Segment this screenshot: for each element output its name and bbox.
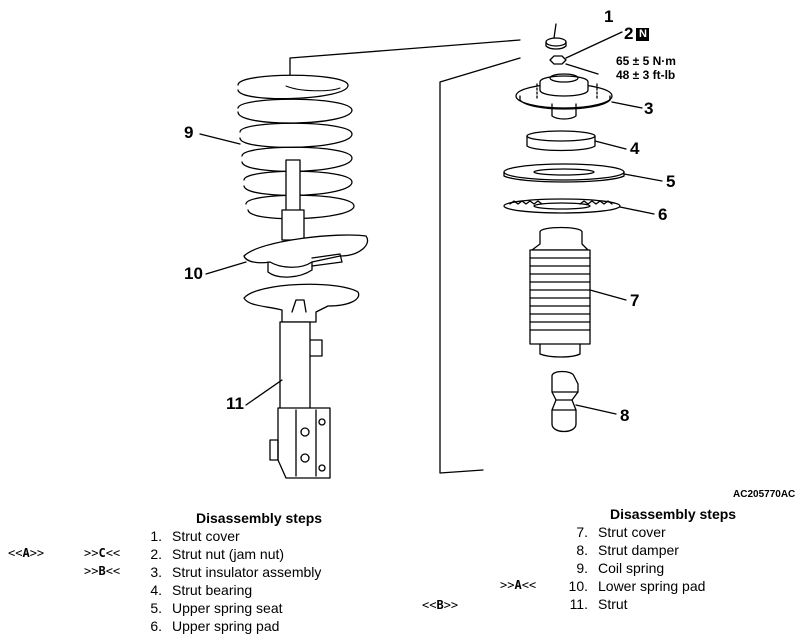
step-item: 5.Upper spring seat <box>150 600 283 616</box>
callout-7: 7 <box>630 291 640 310</box>
non-reusable-mark-icon: N <box>636 28 650 41</box>
removal-ref-b: >>B<< <box>84 564 121 578</box>
step-item: 8.Strut damper <box>576 542 679 558</box>
upper-spring-pad-part <box>503 198 621 214</box>
step-item: 3.Strut insulator assembly <box>150 564 322 580</box>
removal-ref-c: >>C<< <box>84 546 121 560</box>
callout-8: 8 <box>620 406 630 425</box>
figure-id: AC205770AC <box>733 489 796 500</box>
callout-1: 1 <box>604 7 614 26</box>
torque-imperial: 48 ± 3 ft-lb <box>616 68 676 82</box>
step-item: 4.Strut bearing <box>150 582 253 598</box>
step-item: 2.Strut nut (jam nut) <box>150 546 285 562</box>
step-item: 7.Strut cover <box>576 524 666 540</box>
step-item: 6.Upper spring pad <box>150 618 280 634</box>
strut-body-part <box>269 321 331 479</box>
lower-spring-seat <box>243 283 360 323</box>
strut-nut-part <box>549 55 567 65</box>
step-item: 9.Coil spring <box>576 560 665 576</box>
callout-4: 4 <box>630 139 640 158</box>
strut-damper-part <box>551 370 579 433</box>
assembly-connector-line <box>289 39 521 474</box>
lower-spring-pad-part <box>243 234 369 278</box>
step-item: 11.Strut <box>569 596 628 612</box>
callout-9: 9 <box>184 123 194 142</box>
torque-metric: 65 ± 5 N·m <box>616 54 676 68</box>
callout-5: 5 <box>666 172 676 191</box>
coil-spring-part <box>237 74 355 220</box>
strut-boot-part <box>529 226 591 358</box>
install-ref-b: <<B>> <box>422 598 459 612</box>
callout-3: 3 <box>644 99 654 118</box>
callout-6: 6 <box>658 205 668 224</box>
upper-spring-seat-part <box>503 163 625 183</box>
strut-bearing-part <box>526 130 596 152</box>
strut-insulator-part <box>515 73 613 120</box>
callout-2-number: 2 <box>624 24 634 43</box>
strut-cover-part <box>545 37 567 50</box>
torque-spec: 65 ± 5 N·m 48 ± 3 ft-lb <box>616 54 676 82</box>
disassembly-steps-title-right: Disassembly steps <box>610 506 737 522</box>
step-item: 10.Lower spring pad <box>568 578 706 594</box>
disassembly-steps-title-left: Disassembly steps <box>196 510 323 526</box>
install-ref-a: <<A>> <box>8 546 45 560</box>
step-item: 1.Strut cover <box>150 528 240 544</box>
callout-10: 10 <box>184 264 203 283</box>
callout-11: 11 <box>226 394 244 413</box>
removal-ref-a: >>A<< <box>500 578 537 592</box>
